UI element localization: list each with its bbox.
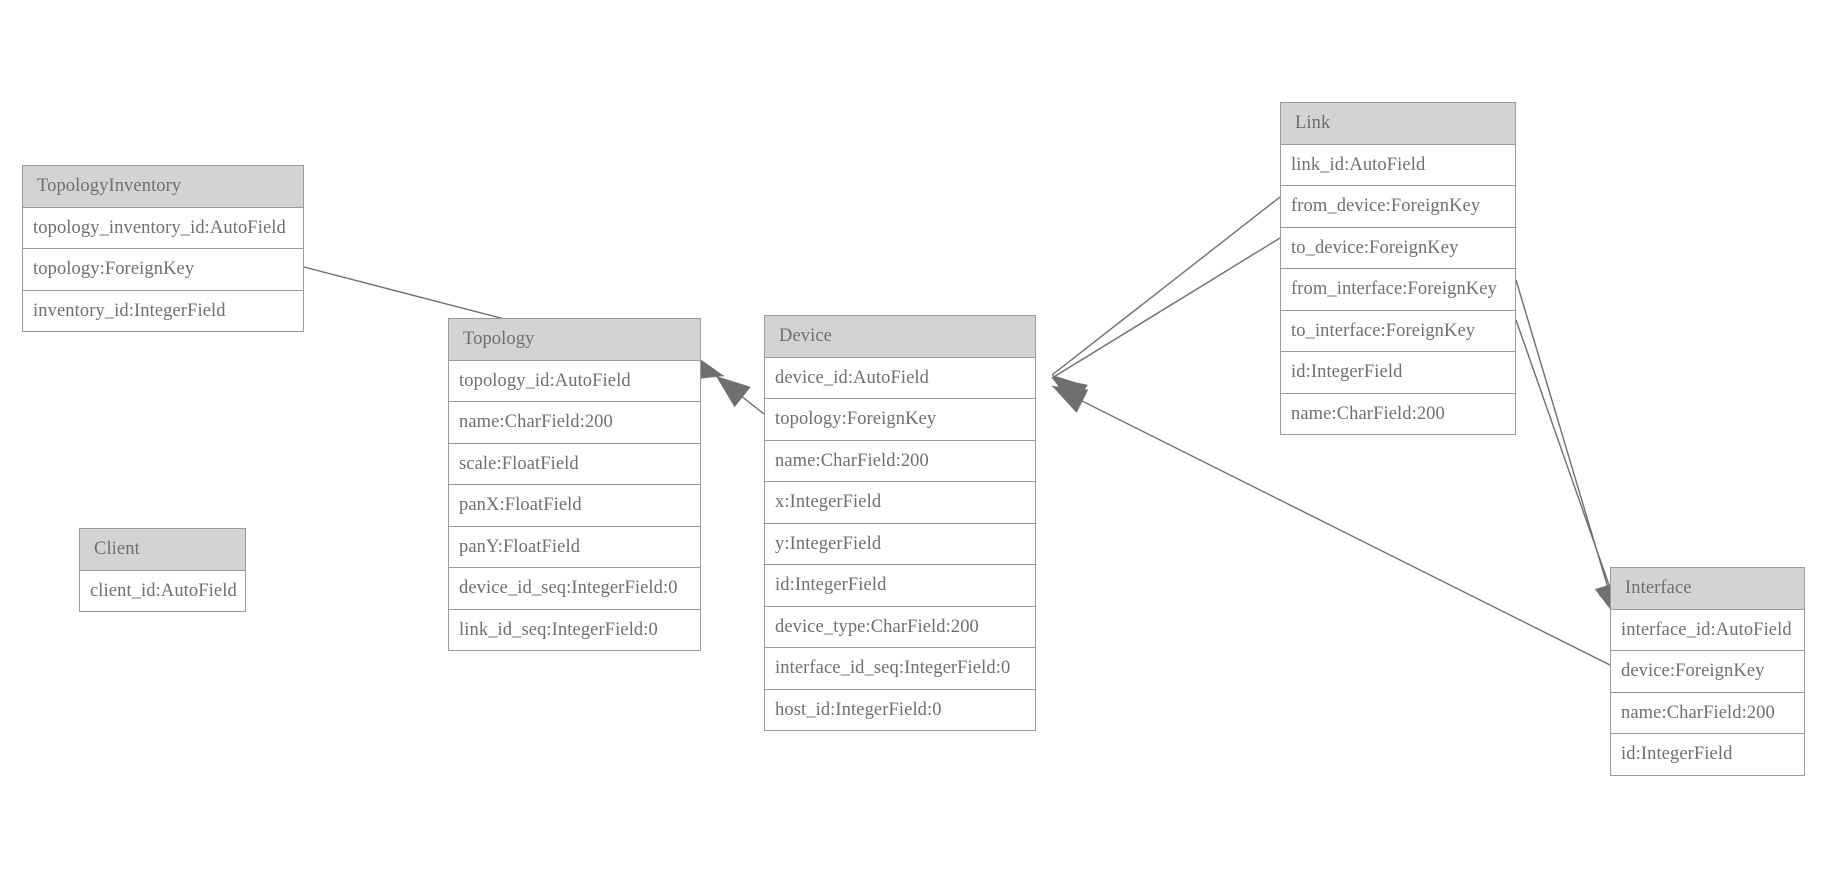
- entity-title-topology: Topology: [449, 319, 700, 361]
- entity-title-topology_inventory: TopologyInventory: [23, 166, 303, 208]
- entity-field: link_id:AutoField: [1281, 144, 1515, 186]
- entity-field: y:IntegerField: [765, 523, 1035, 565]
- rel-link-from_device: [1051, 196, 1281, 407]
- entity-field: panX:FloatField: [449, 485, 700, 527]
- entity-field: id:IntegerField: [1611, 734, 1804, 775]
- entity-field: to_device:ForeignKey: [1281, 227, 1515, 269]
- entity-field: topology:ForeignKey: [765, 399, 1035, 441]
- entity-field: panY:FloatField: [449, 526, 700, 568]
- relationship-line: [1051, 237, 1281, 379]
- entity-field: device:ForeignKey: [1611, 651, 1804, 693]
- entity-field: id:IntegerField: [765, 565, 1035, 607]
- entity-field: topology_inventory_id:AutoField: [23, 207, 303, 249]
- entity-field: host_id:IntegerField:0: [765, 689, 1035, 730]
- entity-field: topology:ForeignKey: [23, 249, 303, 291]
- entity-field: scale:FloatField: [449, 443, 700, 485]
- entity-field: interface_id_seq:IntegerField:0: [765, 648, 1035, 690]
- entity-field: inventory_id:IntegerField: [23, 290, 303, 331]
- entity-field: topology_id:AutoField: [449, 360, 700, 402]
- entity-title-client: Client: [80, 529, 245, 571]
- relationship-line: [1515, 279, 1618, 619]
- relationship-line: [1051, 196, 1281, 376]
- entity-field: device_id:AutoField: [765, 357, 1035, 399]
- relationship-arrowhead: [1052, 386, 1089, 413]
- entity-field: name:CharField:200: [1281, 393, 1515, 434]
- entity-field: id:IntegerField: [1281, 352, 1515, 394]
- relationship-arrowhead: [716, 376, 751, 408]
- entity-field: name:CharField:200: [449, 402, 700, 444]
- entity-field: client_id:AutoField: [80, 570, 245, 611]
- entity-field: from_interface:ForeignKey: [1281, 269, 1515, 311]
- entity-title-interface: Interface: [1611, 568, 1804, 610]
- relationship-line: [715, 375, 765, 415]
- entity-field: interface_id:AutoField: [1611, 609, 1804, 651]
- entity-field: device_type:CharField:200: [765, 606, 1035, 648]
- rel-device-topology: [715, 375, 765, 415]
- entity-title-device: Device: [765, 316, 1035, 358]
- entity-field: link_id_seq:IntegerField:0: [449, 609, 700, 650]
- entity-field: to_interface:ForeignKey: [1281, 310, 1515, 352]
- relationship-line: [1515, 319, 1623, 623]
- entity-field: name:CharField:200: [1611, 692, 1804, 734]
- rel-link-to_device: [1051, 237, 1281, 407]
- entity-field: x:IntegerField: [765, 482, 1035, 524]
- relationship-arrowhead: [1052, 378, 1088, 407]
- relationship-arrowhead: [1052, 375, 1087, 407]
- entity-field: name:CharField:200: [765, 440, 1035, 482]
- entity-field: device_id_seq:IntegerField:0: [449, 568, 700, 610]
- entity-field: from_device:ForeignKey: [1281, 186, 1515, 228]
- entity-title-link: Link: [1281, 103, 1515, 145]
